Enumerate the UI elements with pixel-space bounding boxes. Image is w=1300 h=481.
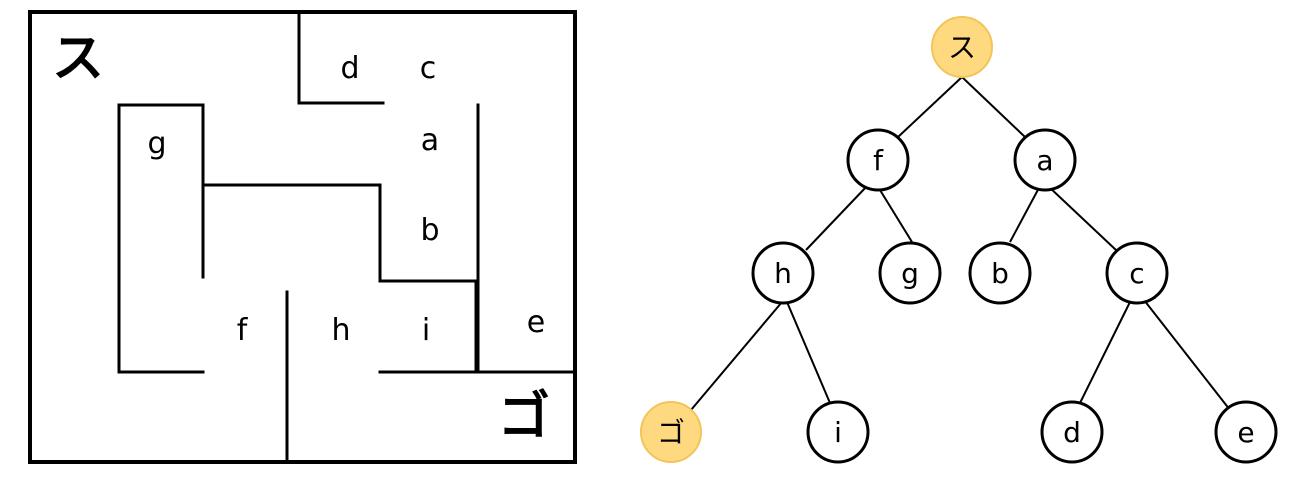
maze-room-f: f [237, 313, 249, 348]
tree-node-label: ス [948, 31, 976, 64]
maze-border [28, 10, 577, 464]
tree-node-i: i [806, 400, 870, 464]
tree-edge [961, 76, 1026, 138]
tree-edge [786, 301, 831, 404]
tree-edge [805, 184, 869, 251]
tree-edge [1009, 185, 1041, 243]
maze-wall [297, 12, 385, 105]
tree-node-g: g [878, 241, 942, 305]
tree-edge [690, 301, 783, 411]
maze: ス ゴ d c g a b f h i e [28, 10, 577, 464]
tree: ス f a h g b c ゴ [640, 16, 1278, 464]
tree-node-label: d [1063, 416, 1081, 449]
tree-node-label: c [1129, 257, 1144, 290]
tree-node-e: e [1214, 400, 1278, 464]
tree-edge [1047, 185, 1117, 251]
tree-node-label: e [1237, 416, 1254, 449]
maze-goal-label: ゴ [498, 387, 550, 447]
tree-node-h: h [751, 241, 815, 305]
maze-start-label: ス [52, 29, 104, 89]
maze-room-a: a [421, 123, 439, 158]
maze-room-c: c [420, 51, 437, 86]
tree-node-label: i [834, 416, 842, 449]
tree-node-goal: ゴ [640, 401, 702, 463]
maze-room-b: b [420, 213, 439, 248]
maze-wall [201, 183, 478, 374]
maze-room-e: e [527, 305, 545, 340]
tree-node-label: a [1036, 144, 1053, 177]
tree-node-label: f [873, 144, 884, 177]
tree-node-a: a [1013, 128, 1077, 192]
tree-node-d: d [1040, 400, 1104, 464]
tree-edge [1143, 299, 1231, 411]
maze-room-g: g [147, 126, 166, 161]
tree-edge [897, 76, 963, 138]
tree-edge [1079, 301, 1131, 404]
tree-node-label: g [901, 257, 919, 290]
tree-node-start: ス [931, 16, 993, 78]
maze-room-i: i [422, 313, 430, 348]
tree-node-c: c [1105, 241, 1169, 305]
tree-node-label: h [774, 257, 792, 290]
tree-edge [879, 189, 913, 243]
maze-room-h: h [331, 313, 350, 348]
tree-node-b: b [968, 241, 1032, 305]
tree-node-f: f [846, 128, 910, 192]
tree-node-label: ゴ [657, 416, 685, 449]
tree-node-label: b [991, 257, 1009, 290]
maze-room-d: d [340, 51, 359, 86]
maze-wall [117, 103, 205, 374]
